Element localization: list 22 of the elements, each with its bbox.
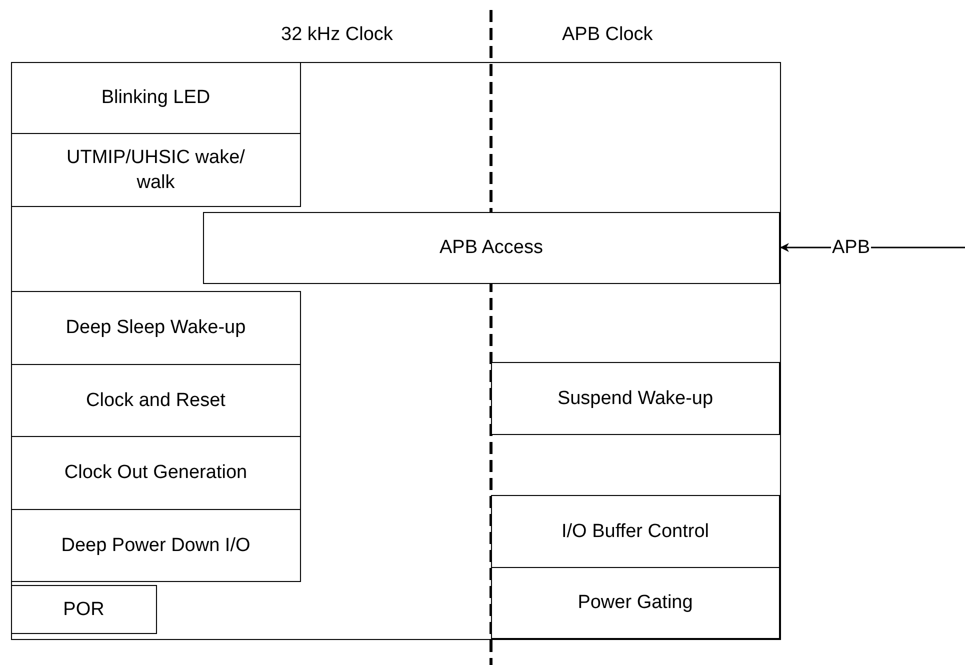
outer-block-box: [11, 62, 780, 640]
block-label: Clock and Reset: [86, 388, 226, 413]
block-label: UTMIP/UHSIC wake/ walk: [66, 146, 246, 195]
column-heading: 32 kHz Clock: [281, 24, 393, 46]
block-label: Deep Power Down I/O: [61, 534, 250, 558]
block-box: [10, 132, 301, 207]
block-box: [10, 508, 301, 582]
block-box: [10, 584, 157, 634]
block-box: [490, 494, 780, 568]
block-box: [490, 362, 780, 435]
column-heading: APB Clock: [562, 24, 653, 46]
block-label: APB Access: [440, 236, 543, 260]
block-label: Blinking LED: [101, 86, 210, 110]
block-label: Deep Sleep Wake-up: [66, 316, 246, 340]
block-label: I/O Buffer Control: [562, 520, 709, 544]
block-box: [490, 566, 780, 639]
block-label: Suspend Wake-up: [557, 386, 714, 411]
block-label: POR: [63, 598, 104, 622]
block-label: Power Gating: [578, 591, 693, 616]
block-box: [10, 290, 301, 365]
block-label: Clock Out Generation: [64, 461, 248, 486]
block-box: [202, 212, 780, 284]
